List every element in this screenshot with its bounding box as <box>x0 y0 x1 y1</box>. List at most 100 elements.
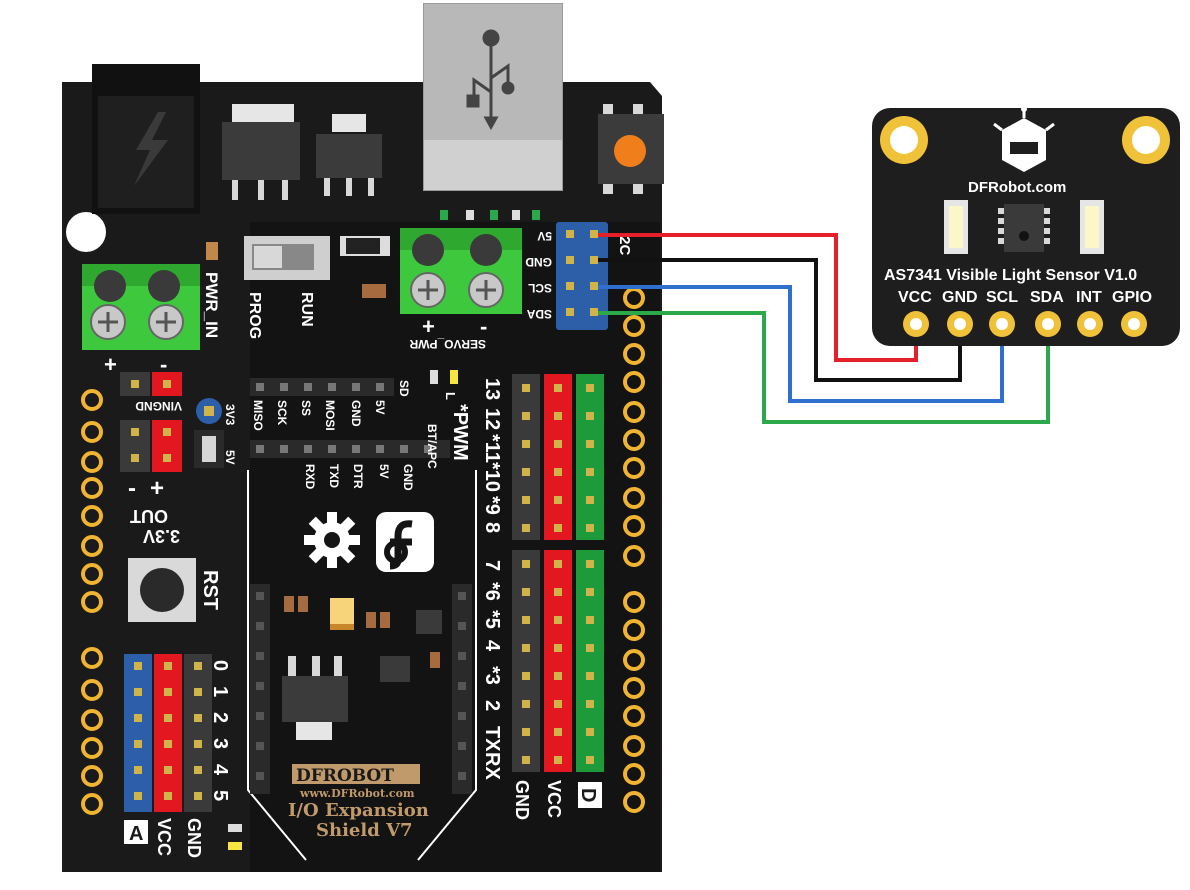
analog-label-5: 5 <box>209 790 231 801</box>
diode <box>340 236 390 256</box>
digital-label-5: *5 <box>481 610 503 629</box>
smd-led-row <box>440 210 540 220</box>
i2c-header <box>556 222 608 330</box>
prog-run-switch[interactable] <box>244 236 330 280</box>
digital-gnd-label: GND <box>512 780 532 820</box>
l-led-2 <box>450 370 458 384</box>
sensor-chip <box>998 204 1050 252</box>
digital-label-8: 8 <box>481 522 503 533</box>
serial-label-dtr: DTR <box>351 464 365 489</box>
i2c-label-5v: 5V <box>537 229 552 243</box>
vingnd-label: VINGND <box>135 399 182 413</box>
pwr-plus-label: + <box>104 352 117 377</box>
inner-pin-strips <box>250 584 472 794</box>
out-3v3-header <box>120 420 182 472</box>
vingnd-header <box>120 372 182 396</box>
analog-label-0: 0 <box>209 660 231 671</box>
brand-logo-bg <box>292 764 420 784</box>
lightning-icon <box>134 112 168 186</box>
digital-label-tx: TX <box>481 726 503 752</box>
digital-d-box <box>578 782 602 808</box>
out-plus-label: + <box>150 475 164 502</box>
servo-minus-label: - <box>480 314 487 339</box>
product-line2: Shield V7 <box>316 820 413 841</box>
sensor-pin-label-vcc: VCC <box>898 289 932 306</box>
pwr-in-label: PWR_IN <box>202 272 221 338</box>
status-led-2 <box>228 842 242 850</box>
l-led <box>430 370 438 384</box>
wires <box>598 233 1050 424</box>
capacitor-small <box>206 242 218 260</box>
analog-label-2: 2 <box>209 712 231 723</box>
prog-label: PROG <box>246 292 263 339</box>
rst-button[interactable] <box>128 558 196 622</box>
analog-label-4: 4 <box>209 764 231 776</box>
serial-label-rxd: RXD <box>303 464 317 490</box>
wire-vcc <box>598 233 918 362</box>
wire-scl <box>598 285 1004 403</box>
sensor-pin-label-sda: SDA <box>1030 289 1064 306</box>
i2c-label-gnd: GND <box>525 255 552 269</box>
voltage-regulator-1 <box>222 104 300 200</box>
bt-apc-label: BT/APC <box>425 424 439 469</box>
sensor-pin-label-gpio: GPIO <box>1112 289 1152 306</box>
analog-gnd-label: GND <box>184 818 204 858</box>
usb-icon <box>466 29 515 131</box>
spi-label-miso: MISO <box>251 400 265 431</box>
product-line1: I/O Expansion <box>288 800 429 821</box>
digital-low-block <box>512 550 604 772</box>
digital-label-2: 2 <box>481 700 503 711</box>
spi-header <box>250 378 394 396</box>
robot-logo-icon <box>993 106 1055 172</box>
digital-label-9: *9 <box>481 496 503 515</box>
run-label: RUN <box>298 292 315 327</box>
digital-label-7: 7 <box>481 560 503 571</box>
digital-label-3: *3 <box>481 666 503 685</box>
spi-label-5v: 5V <box>373 400 387 415</box>
analog-header-block <box>124 654 212 812</box>
dc-power-jack <box>92 64 200 214</box>
analog-vcc-label: VCC <box>154 818 174 856</box>
serial-label-5v: 5V <box>377 464 391 479</box>
analog-a-label: A <box>129 823 143 845</box>
i2c-pins <box>566 230 598 316</box>
reset-button-top[interactable] <box>598 104 664 194</box>
jumper-3v3-label: 3V3 <box>223 404 237 426</box>
digital-label-10: *10 <box>481 462 503 492</box>
brand-logo: DFROBOT <box>296 766 394 786</box>
analog-label-3: 3 <box>209 738 231 749</box>
sd-label: SD <box>397 380 411 397</box>
pwr-in-terminal <box>82 264 200 350</box>
serial-header <box>250 440 450 458</box>
digital-d-label: D <box>577 788 599 802</box>
spi-label-gnd: GND <box>349 400 363 427</box>
as7341-sensor-board: DFRobot.com AS7341 Visible Light Sensor … <box>872 106 1180 346</box>
gear-icon <box>304 512 360 568</box>
voltage-regulator-2 <box>316 114 382 196</box>
serial-label-txd: TXD <box>327 464 341 488</box>
status-led-1 <box>228 824 242 832</box>
wire-gnd <box>598 258 962 382</box>
sensor-pin-label-gnd: GND <box>942 289 978 306</box>
spi-label-ss: SS <box>299 400 313 416</box>
analog-a-box <box>124 820 148 844</box>
df-logo-icon <box>376 512 434 572</box>
spi-label-sck: SCK <box>275 400 289 426</box>
voltage-jumper[interactable] <box>194 398 224 468</box>
digital-label-4: 4 <box>481 640 503 652</box>
servo-pwr-terminal <box>400 228 522 314</box>
digital-label-rx: RX <box>481 752 503 780</box>
l-led-label: L <box>443 392 458 400</box>
digital-label-13: 13 <box>481 378 503 400</box>
left-gold-header <box>81 389 103 815</box>
analog-label-1: 1 <box>209 686 231 697</box>
out-minus-label: - <box>128 475 136 502</box>
i2c-title: I2C <box>616 232 633 256</box>
digital-high-block <box>512 374 604 540</box>
spi-label-mosi: MOSI <box>323 400 337 431</box>
sensor-led-left <box>944 200 968 254</box>
i2c-label-sda: SDA <box>526 307 552 321</box>
i2c-label-scl: SCL <box>528 281 552 295</box>
sensor-brand: DFRobot.com <box>968 179 1066 196</box>
